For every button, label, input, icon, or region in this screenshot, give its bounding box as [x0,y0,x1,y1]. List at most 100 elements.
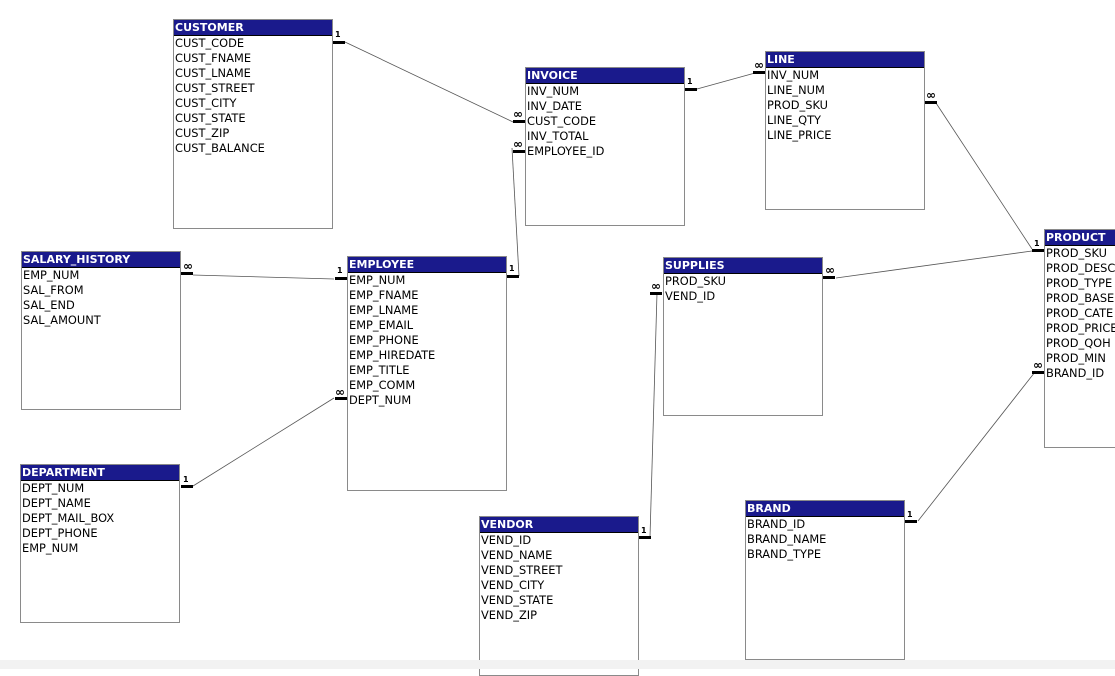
field: PROD_QOH [1046,336,1111,350]
field: DEPT_MAIL_BOX [22,511,115,525]
rel-invoice-line [696,72,756,90]
field: BRAND_TYPE [747,547,822,561]
field: PROD_MIN [1046,351,1106,365]
rel-customer-invoice [344,41,514,123]
field: CUST_STATE [175,111,246,125]
relationship-end-bar [1032,371,1044,374]
field-list: EMP_NUM EMP_FNAME EMP_LNAME EMP_EMAIL EM… [348,273,506,408]
relationship-end-bar [335,277,347,280]
table-header: DEPARTMENT [21,465,179,481]
field: CUST_LNAME [175,66,251,80]
field: SAL_END [23,298,75,312]
field: LINE_NUM [767,83,825,97]
field: EMP_NUM [22,541,79,555]
rel-salary-employee [192,274,335,280]
table-employee[interactable]: EMPLOYEE EMP_NUM EMP_FNAME EMP_LNAME EMP… [347,256,507,491]
cardinality-many: ∞ [825,263,835,277]
field: PROD_SKU [767,98,828,112]
field: PROD_CATE [1046,306,1114,320]
field: PROD_SKU [1046,246,1107,260]
table-line[interactable]: LINE INV_NUM LINE_NUM PROD_SKU LINE_QTY … [765,51,925,210]
field-list: PROD_SKU PROD_DESC PROD_TYPE PROD_BASE P… [1045,246,1115,381]
cardinality-one: 1 [641,526,647,535]
rel-brand-product [917,371,1036,522]
table-brand[interactable]: BRAND BRAND_ID BRAND_NAME BRAND_TYPE [745,500,905,660]
relationship-end-bar [925,101,937,104]
cardinality-many: ∞ [651,279,661,293]
field: EMP_COMM [349,378,416,392]
field: EMP_NUM [349,273,406,287]
field-list: INV_NUM INV_DATE CUST_CODE INV_TOTAL EMP… [526,84,684,159]
table-supplies[interactable]: SUPPLIES PROD_SKU VEND_ID [663,257,823,416]
field: DEPT_PHONE [22,526,98,540]
field: INV_NUM [527,84,580,98]
field: CUST_FNAME [175,51,252,65]
table-department[interactable]: DEPARTMENT DEPT_NUM DEPT_NAME DEPT_MAIL_… [20,464,180,623]
field: BRAND_ID [1046,366,1105,380]
relationship-end-bar [905,520,917,523]
table-vendor[interactable]: VENDOR VEND_ID VEND_NAME VEND_STREET VEN… [479,516,639,676]
relationship-end-bar [639,536,651,539]
relationship-end-bar [753,71,765,74]
field: INV_TOTAL [527,129,589,143]
relationship-end-bar [685,88,697,91]
field: VEND_ZIP [481,608,538,622]
rel-supplies-product [835,250,1033,279]
relationship-end-bar [335,397,347,400]
field: EMPLOYEE_ID [527,144,605,158]
field-list: CUST_CODE CUST_FNAME CUST_LNAME CUST_STR… [174,36,332,156]
table-salary-history[interactable]: SALARY_HISTORY EMP_NUM SAL_FROM SAL_END … [21,251,181,410]
field: EMP_LNAME [349,303,419,317]
field: CUST_STREET [175,81,255,95]
cardinality-one: 1 [337,266,343,275]
relationship-end-bar [513,120,525,123]
field: EMP_FNAME [349,288,419,302]
relationship-end-bar [650,292,662,295]
table-header: VENDOR [480,517,638,533]
field-list: BRAND_ID BRAND_NAME BRAND_TYPE [746,517,904,562]
relationship-end-bar [513,150,525,153]
table-header: LINE [766,52,924,68]
cardinality-many: ∞ [335,385,345,399]
cardinality-one: 1 [509,264,515,273]
relationship-end-bar [181,485,193,488]
cardinality-one: 1 [1034,239,1040,248]
field: INV_DATE [527,99,583,113]
field: EMP_PHONE [349,333,419,347]
cardinality-one: 1 [335,30,341,39]
field: LINE_PRICE [767,128,832,142]
relationship-end-bar [1032,249,1044,252]
field: EMP_HIREDATE [349,348,436,362]
field: SAL_FROM [23,283,84,297]
rel-employee-invoice [511,147,520,277]
cardinality-many: ∞ [183,259,193,273]
field: BRAND_NAME [747,532,827,546]
cardinality-many: ∞ [513,107,523,121]
cardinality-many: ∞ [754,58,764,72]
field: VEND_CITY [481,578,545,592]
table-product[interactable]: PRODUCT PROD_SKU PROD_DESC PROD_TYPE PRO… [1044,229,1115,448]
field: INV_NUM [767,68,820,82]
field: EMP_EMAIL [349,318,414,332]
field: DEPT_NAME [22,496,91,510]
relationship-end-bar [333,41,345,44]
field: PROD_TYPE [1046,276,1113,290]
rel-line-product [935,102,1033,250]
table-header: INVOICE [526,68,684,84]
cardinality-one: 1 [183,475,189,484]
field: VEND_ID [481,533,532,547]
field: VEND_ID [665,289,716,303]
table-header: BRAND [746,501,904,517]
field: SAL_AMOUNT [23,313,101,327]
field: BRAND_ID [747,517,806,531]
table-invoice[interactable]: INVOICE INV_NUM INV_DATE CUST_CODE INV_T… [525,67,685,226]
field: VEND_STATE [481,593,554,607]
field: EMP_NUM [23,268,80,282]
field-list: INV_NUM LINE_NUM PROD_SKU LINE_QTY LINE_… [766,68,924,143]
table-customer[interactable]: CUSTOMER CUST_CODE CUST_FNAME CUST_LNAME… [173,19,333,229]
canvas-bottom-edge [0,660,1115,669]
cardinality-many: ∞ [1033,358,1043,372]
rel-vendor-supplies [649,292,658,538]
field-list: DEPT_NUM DEPT_NAME DEPT_MAIL_BOX DEPT_PH… [21,481,179,556]
